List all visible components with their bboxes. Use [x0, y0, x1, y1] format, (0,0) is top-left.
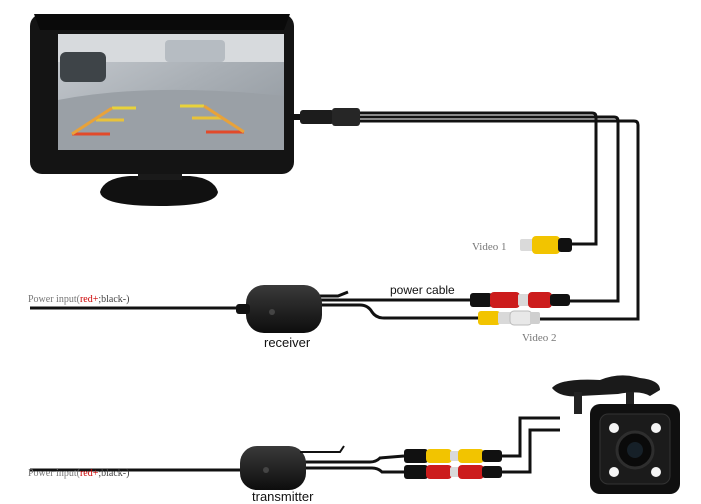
rca-pair-transmitter — [404, 449, 502, 479]
power-input-transmitter-label: Power input(red+;black-) — [28, 468, 129, 479]
power-input-receiver-red: red+ — [80, 294, 99, 305]
receiver-label: receiver — [264, 335, 311, 350]
power-input-transmitter-prefix: Power input( — [28, 468, 81, 479]
transmitter-label: transmitter — [252, 489, 314, 504]
power-input-receiver-label: Power input(red+;black-) — [28, 294, 129, 305]
monitor-icon — [30, 14, 294, 206]
rear-camera-icon — [552, 375, 680, 494]
power-input-receiver-prefix: Power input( — [28, 294, 81, 305]
video1-label: Video 1 — [472, 241, 506, 253]
power-input-transmitter-red: red+ — [80, 468, 99, 479]
power-input-transmitter-rest: ;black-) — [98, 468, 129, 479]
video2-label: Video 2 — [522, 332, 556, 344]
receiver-module-icon — [236, 285, 322, 333]
power-input-receiver-rest: ;black-) — [98, 294, 129, 305]
monitor-cable-plug — [290, 108, 360, 126]
rca-connector-icon — [520, 236, 572, 254]
power-cable-label: power cable — [390, 283, 455, 297]
